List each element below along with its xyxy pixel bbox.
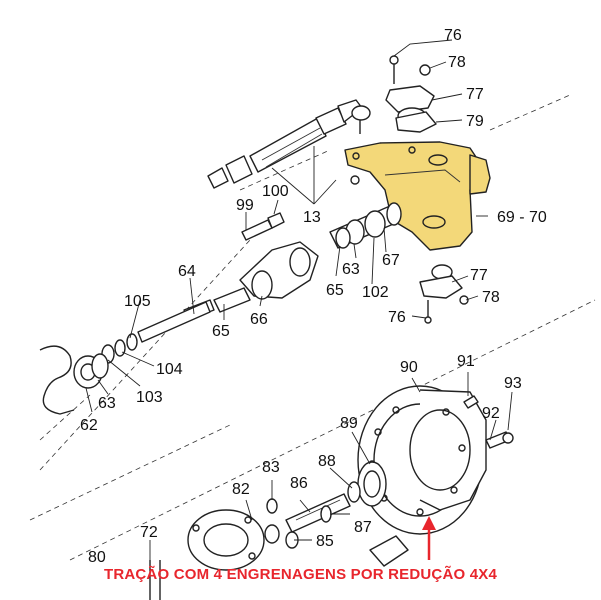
callout-72: 72 xyxy=(140,524,158,541)
callout-65-lower: 65 xyxy=(212,323,230,340)
wheel-hub-82 xyxy=(149,509,265,600)
callout-103: 103 xyxy=(136,389,163,406)
callout-99: 99 xyxy=(236,197,254,214)
part-69-70-steering-knuckle xyxy=(344,141,491,251)
reduction-gear-parts xyxy=(264,461,409,567)
callout-62: 62 xyxy=(80,417,98,434)
part-13-tie-rod xyxy=(207,99,371,189)
left-housing xyxy=(39,345,109,415)
part-90-reduction-housing xyxy=(357,385,514,535)
callout-89: 89 xyxy=(340,415,358,432)
lower-kingpin-parts xyxy=(419,264,469,324)
callout-102: 102 xyxy=(362,284,389,301)
callout-65-upper: 65 xyxy=(326,282,344,299)
callout-91: 91 xyxy=(457,353,475,370)
callout-78-lower: 78 xyxy=(482,289,500,306)
diagram-caption: TRAÇÃO COM 4 ENGRENAGENS POR REDUÇÃO 4X4 xyxy=(103,566,498,583)
callout-92: 92 xyxy=(482,405,500,422)
callout-76-lower: 76 xyxy=(388,309,406,326)
bolt-99-nut-100 xyxy=(241,212,285,241)
callout-88: 88 xyxy=(318,453,336,470)
callout-66: 66 xyxy=(250,311,268,328)
callout-79: 79 xyxy=(466,113,484,130)
callout-90: 90 xyxy=(400,359,418,376)
callout-67: 67 xyxy=(382,252,400,269)
callout-63-upper: 63 xyxy=(342,261,360,278)
callout-69-70: 69 - 70 xyxy=(497,209,547,226)
callout-63-lower: 63 xyxy=(98,395,116,412)
callout-82: 82 xyxy=(232,481,250,498)
assembly-outline-lines xyxy=(29,94,596,561)
callout-104: 104 xyxy=(156,361,183,378)
callout-83: 83 xyxy=(262,459,280,476)
axle-shaft-assembly xyxy=(101,202,402,364)
callout-87: 87 xyxy=(354,519,372,536)
callout-93: 93 xyxy=(504,375,522,392)
callout-76-top: 76 xyxy=(444,27,462,44)
callout-leader-lines xyxy=(85,39,513,560)
red-pointer-arrow xyxy=(422,516,436,560)
callout-77-top: 77 xyxy=(466,86,484,103)
callout-64: 64 xyxy=(178,263,196,280)
callout-80: 80 xyxy=(88,549,106,566)
callout-labels: 76 78 77 79 100 99 13 69 - 70 67 63 65 1… xyxy=(80,27,547,566)
callout-105: 105 xyxy=(124,293,151,310)
callout-86: 86 xyxy=(290,475,308,492)
callout-85: 85 xyxy=(316,533,334,550)
callout-100: 100 xyxy=(262,183,289,200)
upper-kingpin-parts xyxy=(385,55,437,133)
callout-77-lower: 77 xyxy=(470,267,488,284)
callout-13: 13 xyxy=(303,209,321,226)
callout-78-top: 78 xyxy=(448,54,466,71)
